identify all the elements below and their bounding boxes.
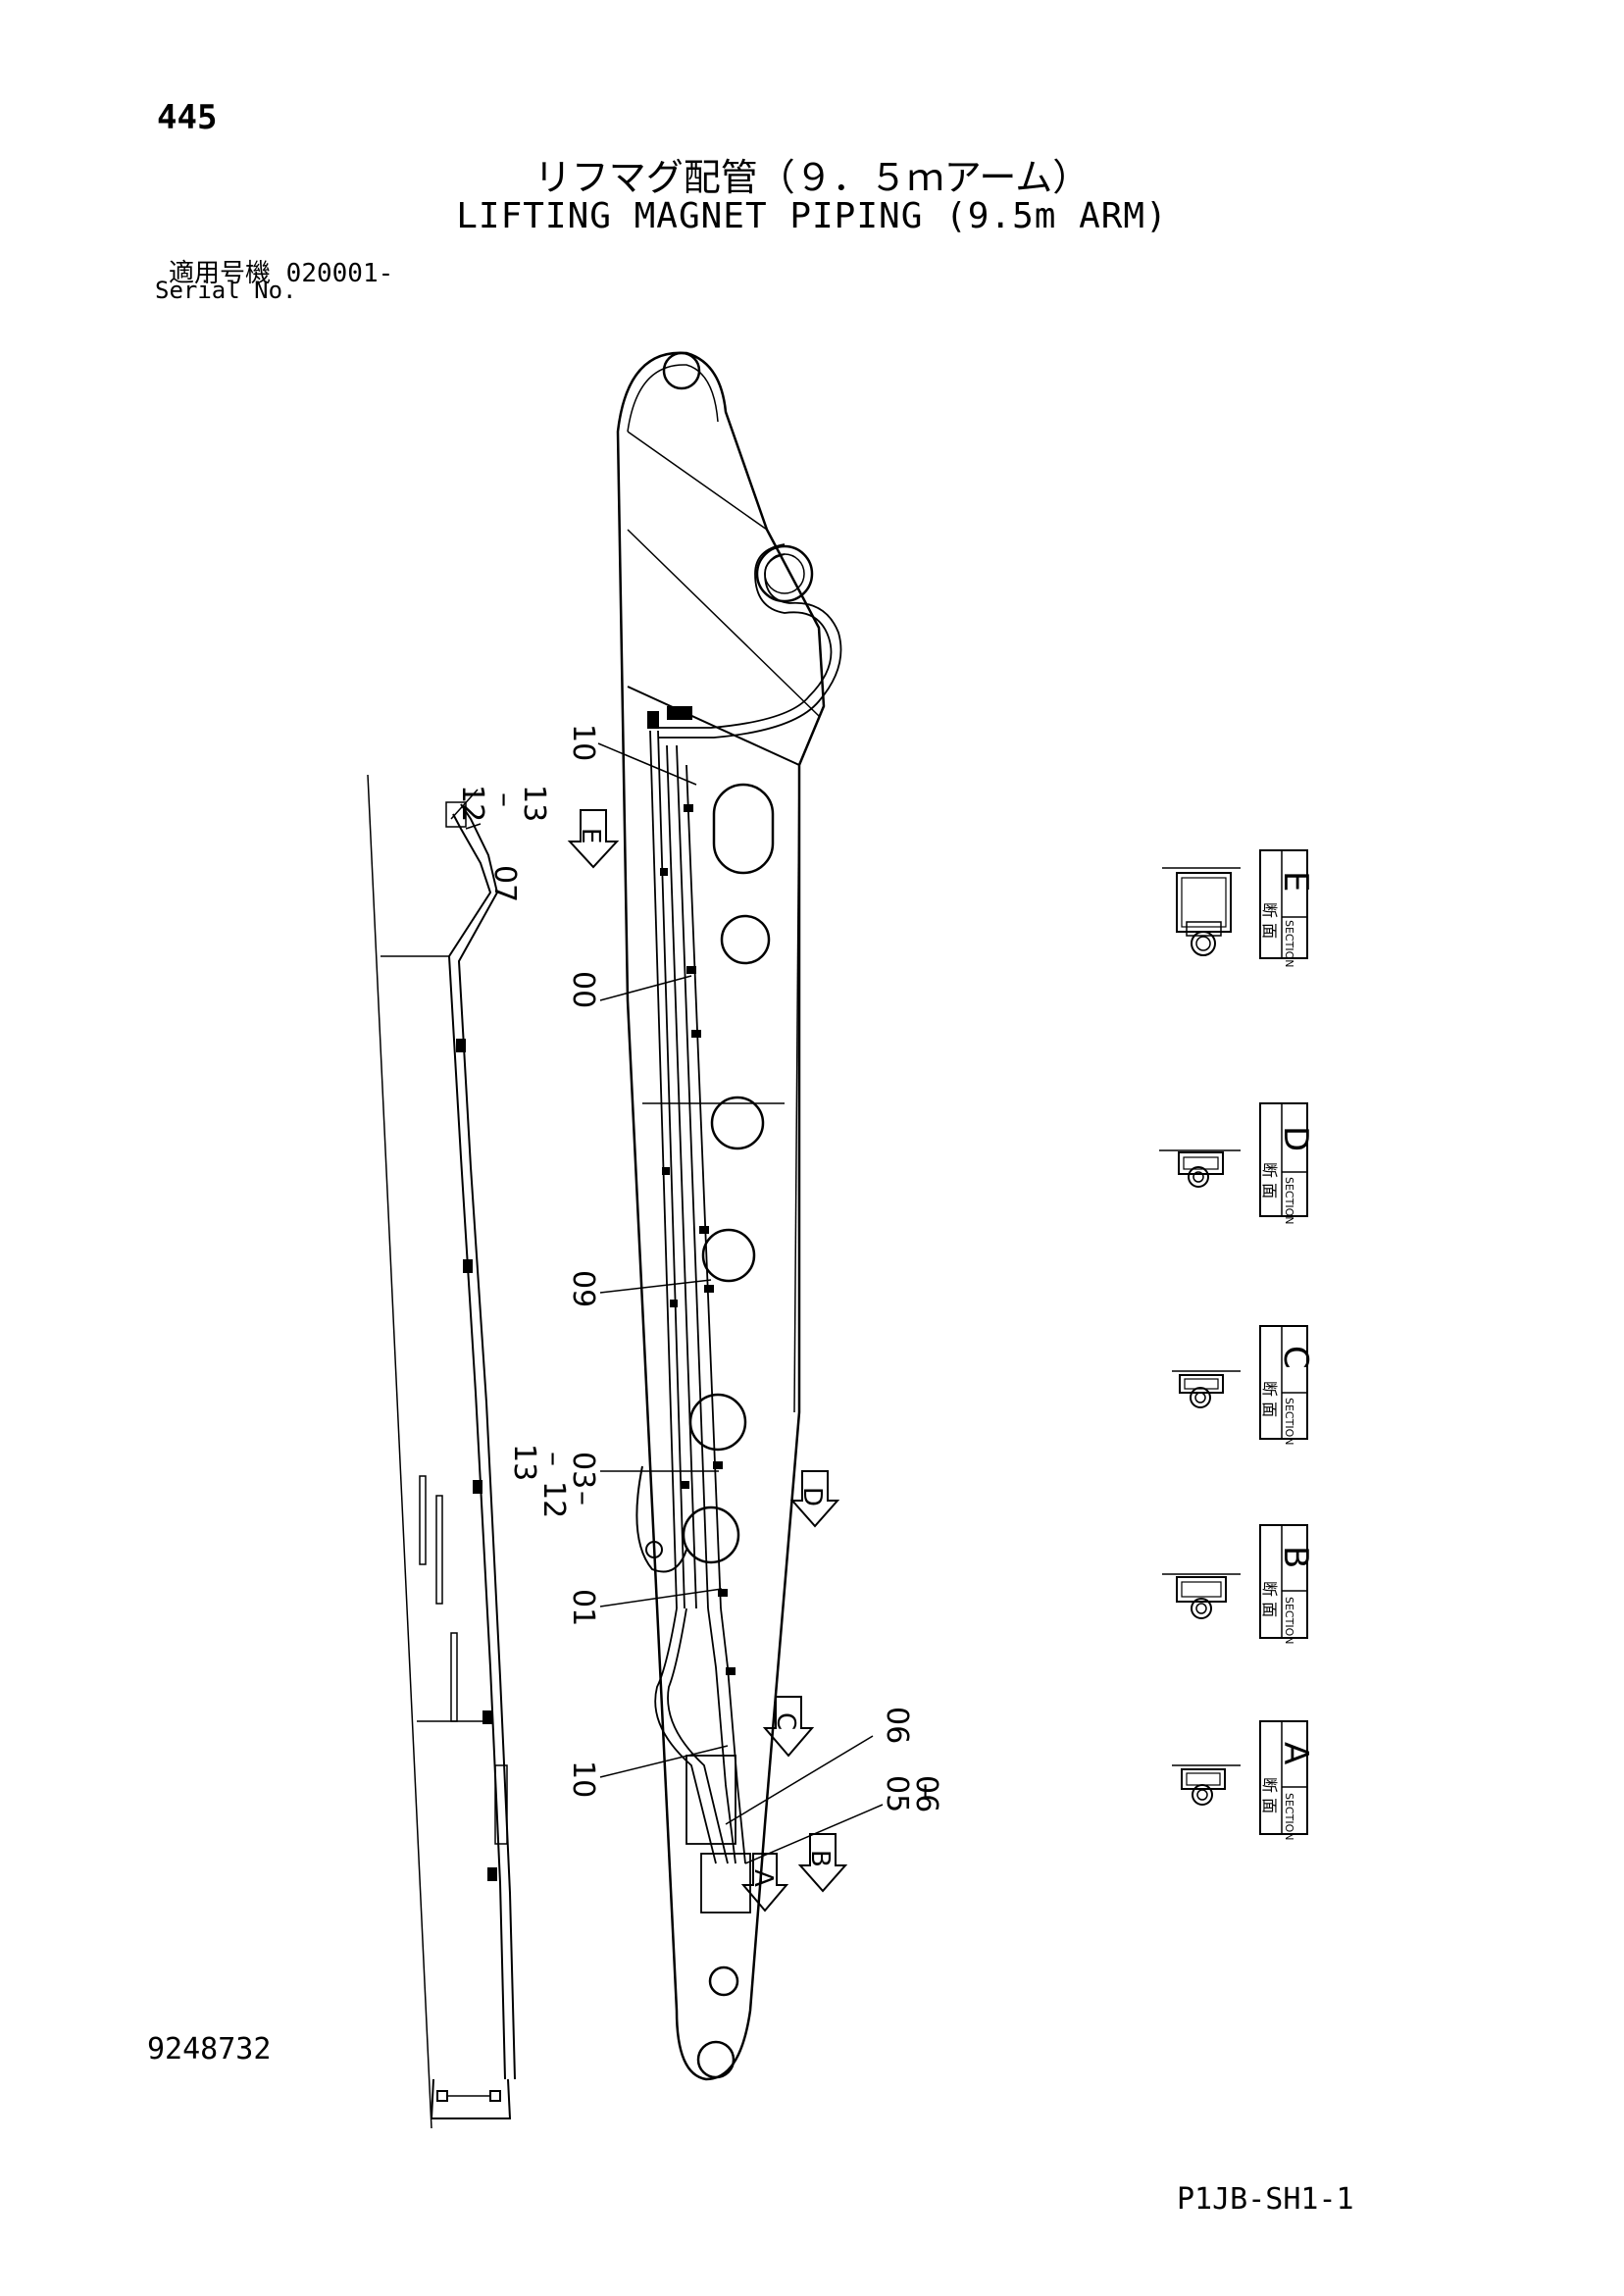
section-e-jp: 断 面 — [1260, 902, 1279, 939]
section-d-jp: 断 面 — [1260, 1162, 1279, 1199]
callout-12-top: 12 — [455, 785, 489, 822]
callout-10-bottom: 10 — [566, 1760, 600, 1798]
callout-labels: 12 – 13 07 10 00 09 13 – 12 – 03 01 10 0… — [455, 724, 943, 1812]
callout-12-mid: 12 — [536, 1481, 571, 1518]
section-a-en: SECTION — [1283, 1793, 1295, 1840]
callout-10-top: 10 — [566, 724, 600, 761]
arrow-d-icon — [789, 1470, 840, 1528]
serial-row: 適用号機 020001- — [169, 253, 393, 289]
section-c: 断 面 SECTION C — [1172, 1325, 1315, 1445]
svg-text:–: – — [487, 792, 522, 807]
page-number: 445 — [157, 98, 218, 137]
arrow-b-letter: B — [805, 1850, 835, 1867]
serial-value: 020001- — [285, 259, 394, 288]
section-d-en: SECTION — [1283, 1177, 1295, 1224]
section-d-letter: D — [1276, 1126, 1315, 1151]
sheet-code: P1JB-SH1-1 — [1177, 2182, 1354, 2217]
callout-06: 06 — [880, 1707, 914, 1744]
section-c-jp: 断 面 — [1260, 1381, 1279, 1417]
section-a-jp: 断 面 — [1260, 1777, 1279, 1813]
arrow-e-letter: E — [576, 828, 605, 843]
svg-text:–: – — [909, 1783, 943, 1798]
callout-00: 00 — [566, 971, 600, 1008]
section-d: 断 面 SECTION D — [1159, 1102, 1315, 1224]
title-japanese: リフマグ配管（９．５ｍアーム） — [533, 156, 1091, 199]
section-e-en: SECTION — [1283, 920, 1295, 967]
arrow-a-letter: A — [748, 1869, 778, 1887]
callout-01: 01 — [566, 1589, 600, 1626]
section-c-en: SECTION — [1283, 1398, 1295, 1445]
callout-06-b: 06 — [909, 1775, 943, 1812]
arrow-d-letter: D — [797, 1487, 827, 1506]
section-a: 断 面 SECTION A — [1172, 1720, 1315, 1840]
serial-label-en: Serial No. — [155, 277, 297, 304]
callout-09: 09 — [566, 1270, 600, 1307]
section-arrows: E D C A B — [567, 809, 848, 1913]
svg-text:–: – — [566, 1491, 600, 1505]
clamps — [647, 706, 736, 1675]
arm-body — [616, 351, 826, 2081]
hoses — [649, 543, 842, 1913]
section-a-letter: A — [1276, 1742, 1315, 1764]
svg-text:–: – — [536, 1452, 571, 1466]
title-english: LIFTING MAGNET PIPING (9.5m ARM) — [456, 196, 1168, 236]
callout-13-top: 13 — [517, 785, 551, 822]
arrow-e-icon — [567, 809, 620, 869]
section-b: 断 面 SECTION B — [1162, 1524, 1315, 1644]
callout-13-mid: 13 — [507, 1444, 541, 1481]
callout-07: 07 — [487, 865, 522, 902]
side-view — [367, 774, 516, 2129]
section-b-letter: B — [1276, 1546, 1315, 1568]
callout-03: 03 — [566, 1452, 600, 1489]
drawing-number: 9248732 — [147, 2032, 272, 2066]
section-e-letter: E — [1276, 871, 1315, 892]
serial-label-jp: 適用号機 — [169, 259, 272, 288]
arrow-b-icon — [797, 1833, 848, 1893]
section-c-letter: C — [1276, 1346, 1315, 1369]
section-b-jp: 断 面 — [1260, 1581, 1279, 1617]
callout-05: 05 — [880, 1775, 914, 1812]
section-e: 断 面 SECTION E — [1162, 849, 1315, 967]
arrow-c-letter: C — [771, 1712, 800, 1730]
arrow-a-icon — [740, 1853, 789, 1913]
section-b-en: SECTION — [1283, 1597, 1295, 1644]
arrow-c-icon — [762, 1696, 815, 1758]
